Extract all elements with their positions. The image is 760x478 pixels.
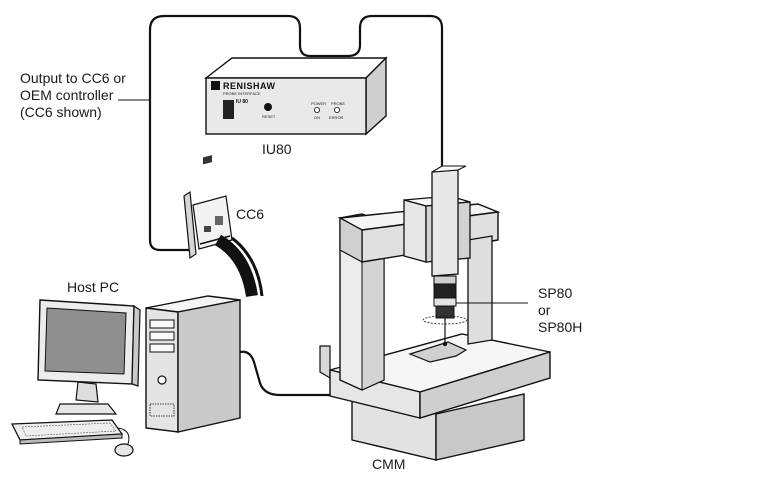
- sp80-label: SP80 or SP80H: [538, 285, 582, 336]
- keyboard: [10, 419, 124, 445]
- iu80-label: IU80: [262, 141, 292, 157]
- iu80-probe-state: ERROR: [329, 115, 344, 120]
- iu80-unit: RENISHAW PROBE INTERFACE IU 80 RESET POW…: [203, 56, 388, 136]
- probe-led-icon: [333, 107, 340, 114]
- output-label: Output to CC6 or OEM controller (CC6 sho…: [20, 70, 126, 121]
- iu80-power-state: ON: [314, 115, 320, 120]
- iu80-reset-label: RESET: [262, 114, 276, 119]
- cable-cc6-to-iu80: [148, 14, 444, 252]
- mouse[interactable]: [114, 443, 134, 457]
- power-led-icon: [313, 107, 320, 114]
- sp80-label-line2: or: [538, 302, 551, 318]
- pc-tower: [145, 295, 241, 433]
- workpiece: [408, 341, 468, 363]
- iu80-display: [223, 100, 234, 119]
- output-label-line1: Output to CC6 or: [20, 70, 126, 86]
- cable-pc-to-cmm: [238, 350, 354, 397]
- iu80-brand: RENISHAW: [223, 81, 276, 91]
- output-label-line2: OEM controller: [20, 87, 114, 103]
- iu80-power-label: POWER: [311, 101, 326, 106]
- sp80-label-line1: SP80: [538, 285, 573, 301]
- cable-cc6-to-pc: [214, 234, 258, 298]
- iu80-reset-button[interactable]: [264, 103, 272, 111]
- monitor: [37, 299, 141, 415]
- renishaw-logo-icon: [211, 81, 220, 90]
- cmm-label: CMM: [372, 456, 406, 472]
- host-pc-label: Host PC: [67, 279, 120, 295]
- iu80-model: IU 80: [236, 99, 248, 105]
- iu80-probe-label: PROBE: [331, 101, 345, 106]
- host-pc: [10, 295, 241, 457]
- sp80-probe: [422, 275, 468, 347]
- cmm-machine: [319, 165, 551, 461]
- cables: [148, 14, 444, 397]
- cc6-label: CC6: [236, 206, 265, 222]
- power-button-icon[interactable]: [157, 375, 167, 385]
- iu80-subtitle: PROBE INTERFACE: [223, 91, 261, 96]
- output-label-line3: (CC6 shown): [20, 104, 102, 120]
- sp80-label-line3: SP80H: [538, 319, 583, 335]
